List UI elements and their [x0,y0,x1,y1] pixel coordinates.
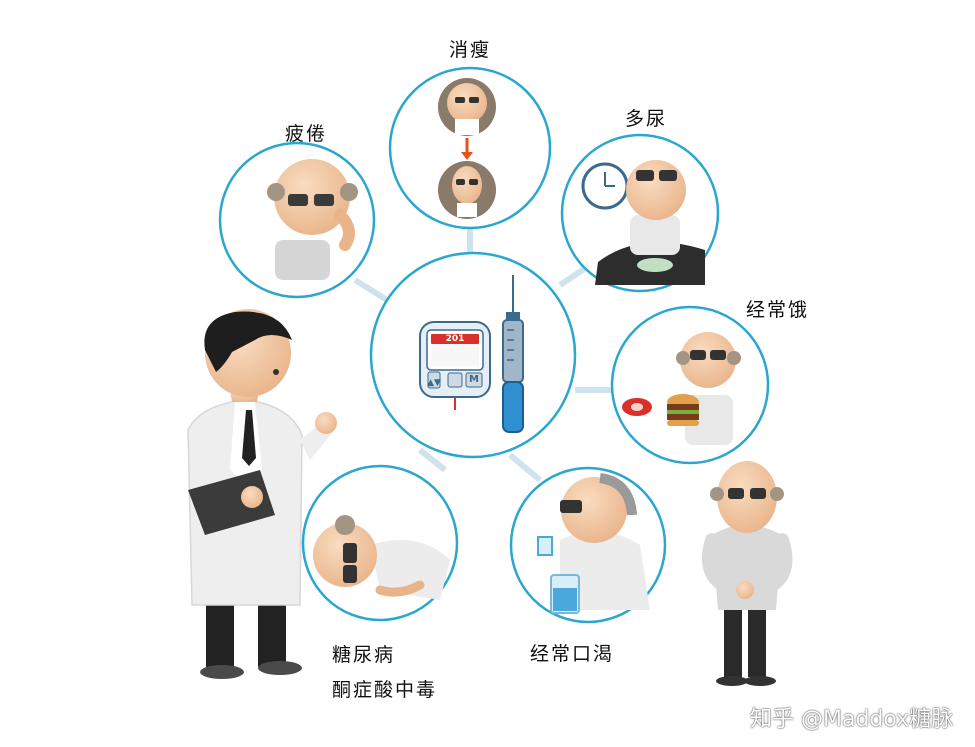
lying-old-man-icon [313,515,450,600]
drinking-old-man-icon [560,473,650,610]
label-fatigue: 疲倦 [285,123,328,145]
old-man-face-icon [438,78,496,136]
dka-circle [301,464,459,622]
insulin-pen-icon [502,275,524,433]
svg-text:▲▼: ▲▼ [427,378,441,388]
weight-loss-circle [388,66,552,230]
meat-icon [622,398,652,416]
water-jug-icon [550,574,580,614]
water-glass-icon [537,536,553,556]
meter-reading: 201 [445,334,465,344]
tired-old-man-icon [267,159,358,280]
label-weight-loss: 消瘦 [449,39,492,61]
label-dka-line2: 酮症酸中毒 [332,679,438,701]
fatigue-circle [218,141,376,299]
center-circle: ▲▼ [369,251,577,459]
polyuria-circle [560,133,720,293]
standing-old-man-figure [701,461,793,686]
watermark: 知乎 @Maddox糖脉 [750,707,954,732]
burger-icon [667,394,699,426]
hunger-circle [610,305,770,465]
label-dka-line1: 糖尿病 [332,644,396,666]
label-polyuria: 多尿 [625,108,668,130]
sitting-old-man-icon [595,160,705,285]
clock-icon [581,162,629,210]
meter-button-label: M [469,374,479,385]
thin-old-man-face-icon [438,161,496,219]
label-thirst: 经常口渴 [530,643,615,665]
thirst-circle [509,466,667,624]
glucose-meter-icon: ▲▼ [419,321,491,410]
doctor-figure [187,309,337,679]
label-hunger: 经常饿 [746,299,810,321]
